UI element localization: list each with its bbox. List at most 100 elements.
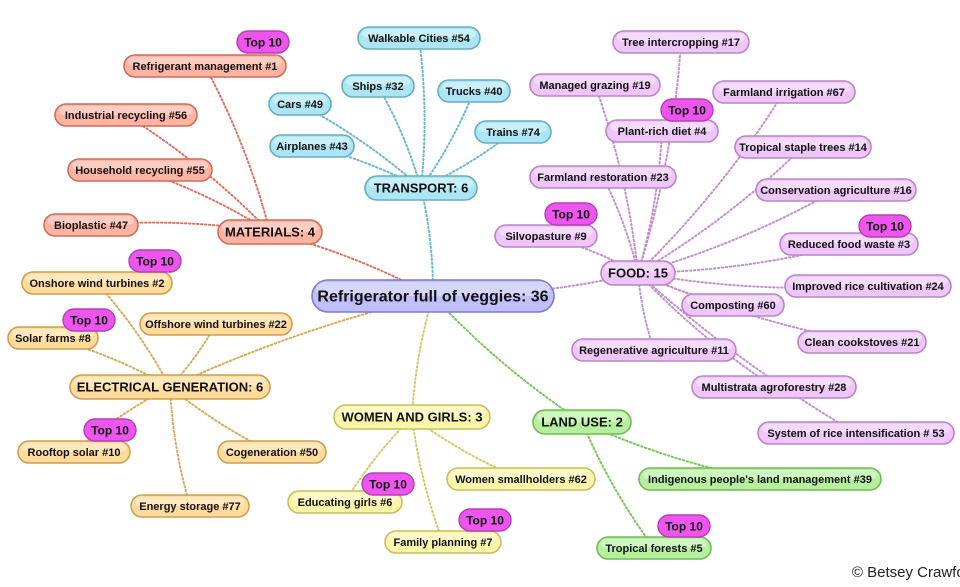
solution-node-family-planning-7-gloss (389, 533, 497, 542)
solution-node-regenerative-agriculture-11: Regenerative agriculture #11 (571, 338, 737, 362)
solution-node-plant-rich-diet-4-bubble (605, 119, 719, 143)
solution-node-farmland-irrigation-67: Farmland irrigation #67 (712, 80, 856, 104)
copyright-notice: © Betsey Crawford (851, 564, 960, 581)
link-transport-trucks-40 (420, 90, 475, 189)
solution-node-women-smallholders-62-bubble (446, 467, 596, 491)
top-10-badge-reduced-food-waste-3-bubble (858, 214, 912, 238)
solution-node-system-of-rice-intensification-53-gloss (762, 424, 950, 433)
top-10-badge-plant-rich-diet-4-bubble (660, 98, 714, 122)
center-node-gloss (316, 282, 550, 296)
solution-node-conservation-agriculture-16-gloss (760, 181, 912, 190)
category-node-transport-gloss (369, 178, 473, 188)
solution-node-onshore-wind-turbines-2-bubble (21, 271, 173, 295)
top-10-badge-family-planning-7: Top 10 (458, 508, 512, 532)
solution-node-managed-grazing-19: Managed grazing #19 (529, 73, 661, 97)
solution-node-offshore-wind-turbines-22: Offshore wind turbines #22 (139, 312, 293, 336)
solution-node-solar-farms-8: Solar farms #8 (7, 326, 99, 350)
solution-node-farmland-irrigation-67-label: Farmland irrigation #67 (723, 87, 845, 99)
category-node-transport-bubble (364, 175, 478, 201)
solution-node-educating-girls-6: Educating girls #6 (287, 490, 403, 514)
category-node-food: FOOD: 15 (600, 260, 676, 286)
solution-node-offshore-wind-turbines-22-label: Offshore wind turbines #22 (145, 319, 287, 331)
solution-node-indigenous-people-s-land-management-39: Indigenous people's land management #39 (638, 467, 882, 491)
category-node-electrical-bubble (69, 374, 271, 400)
solution-node-composting-60: Composting #60 (681, 293, 785, 317)
link-food-system-of-rice-intensification-53 (637, 272, 857, 434)
solution-node-trains-74-label: Trains #74 (486, 127, 541, 139)
solution-node-managed-grazing-19-gloss (534, 76, 656, 85)
link-land-tropical-forests-5 (581, 421, 655, 549)
solution-node-improved-rice-cultivation-24: Improved rice cultivation #24 (784, 274, 952, 298)
solution-node-cars-49-label: Cars #49 (277, 99, 323, 111)
solution-node-silvopasture-9-gloss (499, 227, 593, 236)
solution-node-multistrata-agroforestry-28-label: Multistrata agroforestry #28 (702, 382, 847, 394)
solution-node-tree-intercropping-17: Tree intercropping #17 (612, 30, 750, 54)
solution-node-refrigerant-management-1: Refrigerant management #1 (123, 54, 287, 78)
solution-node-clean-cookstoves-21-label: Clean cookstoves #21 (805, 337, 920, 349)
solution-node-bioplastic-47-bubble (43, 213, 139, 237)
link-electrical-energy-storage-77 (169, 386, 191, 507)
solution-node-farmland-restoration-23-label: Farmland restoration #23 (537, 172, 668, 184)
solution-node-women-smallholders-62: Women smallholders #62 (446, 467, 596, 491)
solution-node-conservation-agriculture-16-bubble (755, 178, 917, 202)
category-node-food-gloss (605, 263, 671, 273)
solution-node-improved-rice-cultivation-24-bubble (784, 274, 952, 298)
solution-node-educating-girls-6-bubble (287, 490, 403, 514)
top-10-badge-label: Top 10 (91, 424, 129, 438)
solution-node-managed-grazing-19-bubble (529, 73, 661, 97)
top-10-badge-label: Top 10 (70, 314, 108, 328)
top-10-badge-silvopasture-9: Top 10 (544, 202, 598, 226)
solution-node-tropical-forests-5-label: Tropical forests #5 (605, 543, 702, 555)
solution-node-farmland-irrigation-67-bubble (712, 80, 856, 104)
link-transport-walkable-cities-54 (418, 37, 426, 189)
solution-node-household-recycling-55-label: Household recycling #55 (75, 165, 205, 177)
solution-node-cars-49-gloss (273, 95, 327, 104)
solution-node-refrigerant-management-1-gloss (128, 57, 282, 66)
solution-node-plant-rich-diet-4-label: Plant-rich diet #4 (618, 126, 708, 138)
category-node-women-gloss (338, 407, 486, 417)
category-node-transport: TRANSPORT: 6 (364, 175, 478, 201)
top-10-badge-label: Top 10 (866, 220, 904, 234)
solution-node-onshore-wind-turbines-2: Onshore wind turbines #2 (21, 271, 173, 295)
category-node-materials: MATERIALS: 4 (217, 219, 323, 245)
top-10-badge-label: Top 10 (136, 255, 174, 269)
solution-node-educating-girls-6-label: Educating girls #6 (298, 497, 393, 509)
solution-node-rooftop-solar-10-label: Rooftop solar #10 (28, 447, 121, 459)
solution-node-walkable-cities-54-gloss (362, 29, 476, 38)
solution-node-walkable-cities-54-bubble (357, 26, 481, 50)
solution-node-ships-32-gloss (346, 77, 410, 86)
solution-node-rooftop-solar-10-gloss (22, 443, 126, 452)
link-food-multistrata-agroforestry-28 (637, 272, 775, 388)
solution-node-regenerative-agriculture-11-gloss (576, 341, 732, 350)
solution-node-onshore-wind-turbines-2-label: Onshore wind turbines #2 (29, 278, 164, 290)
solution-node-composting-60-bubble (681, 293, 785, 317)
solution-node-system-of-rice-intensification-53: System of rice intensification # 53 (757, 421, 955, 445)
category-node-land-gloss (537, 412, 627, 422)
solution-node-clean-cookstoves-21-bubble (797, 330, 927, 354)
solution-node-clean-cookstoves-21-gloss (802, 333, 922, 342)
solution-node-rooftop-solar-10-bubble (17, 440, 131, 464)
solution-node-cogeneration-50-label: Cogeneration #50 (226, 447, 318, 459)
category-node-materials-bubble (217, 219, 323, 245)
solution-node-ships-32: Ships #32 (341, 74, 415, 98)
category-node-land-bubble (532, 409, 632, 435)
category-node-land-label: LAND USE: 2 (541, 415, 623, 430)
category-node-land: LAND USE: 2 (532, 409, 632, 435)
solution-node-onshore-wind-turbines-2-gloss (26, 274, 168, 283)
solution-node-reduced-food-waste-3-label: Reduced food waste #3 (788, 239, 910, 251)
category-node-food-bubble (600, 260, 676, 286)
solution-node-women-smallholders-62-label: Women smallholders #62 (455, 474, 587, 486)
link-center-women (411, 295, 434, 418)
solution-node-tree-intercropping-17-bubble (612, 30, 750, 54)
solution-node-trucks-40: Trucks #40 (437, 79, 511, 103)
solution-node-tree-intercropping-17-gloss (617, 33, 745, 42)
solution-node-energy-storage-77: Energy storage #77 (130, 494, 250, 518)
solution-node-energy-storage-77-gloss (135, 497, 245, 506)
solution-node-conservation-agriculture-16: Conservation agriculture #16 (755, 178, 917, 202)
solution-node-refrigerant-management-1-bubble (123, 54, 287, 78)
category-node-electrical-gloss (74, 377, 266, 387)
solution-node-household-recycling-55: Household recycling #55 (67, 158, 213, 182)
solution-node-system-of-rice-intensification-53-label: System of rice intensification # 53 (767, 428, 944, 440)
solution-node-trucks-40-label: Trucks #40 (446, 86, 503, 98)
solution-node-ships-32-label: Ships #32 (352, 81, 403, 93)
